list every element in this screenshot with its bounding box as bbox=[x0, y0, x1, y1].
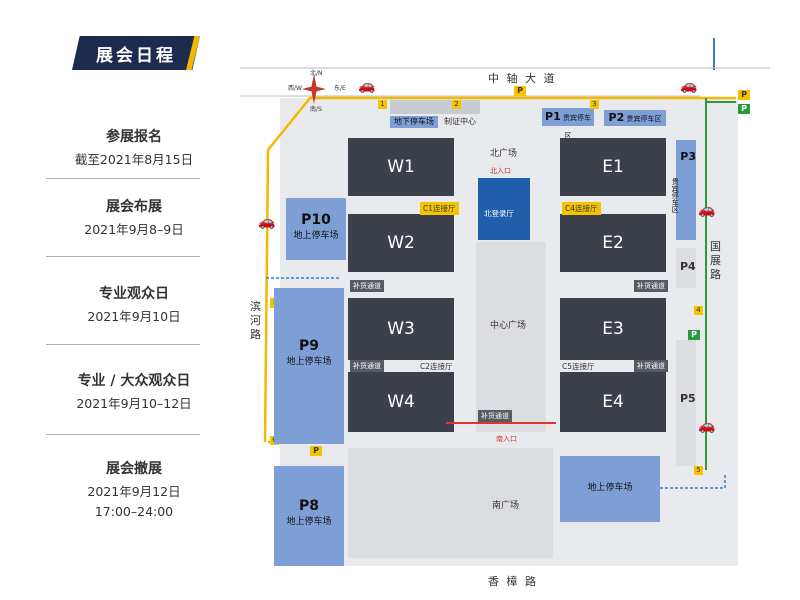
car-icon: 🚗 bbox=[698, 418, 716, 434]
parking-p5: P5 bbox=[676, 340, 696, 466]
schedule-title: 展会日程 bbox=[72, 36, 200, 70]
parking-sign-icon: P bbox=[738, 90, 750, 100]
center-plaza: 中心广场 bbox=[476, 242, 546, 432]
connector-c5: C5连接厅 bbox=[562, 362, 595, 371]
compass-north: 北/N bbox=[310, 70, 323, 77]
hall-e1: E1 bbox=[560, 138, 666, 196]
compass-south: 南/S bbox=[310, 106, 322, 113]
schedule-time: 17:00–24:00 bbox=[94, 504, 174, 519]
road-west-label: 滨河路 bbox=[250, 300, 261, 341]
hall-w4: W4 bbox=[348, 372, 454, 432]
car-icon: 🚗 bbox=[698, 202, 716, 218]
compass-east: 东/E bbox=[334, 85, 346, 92]
connector-c2: C2连接厅 bbox=[420, 362, 453, 371]
divider bbox=[46, 434, 200, 435]
route-lines bbox=[240, 38, 770, 489]
connector-c1: C1连接厅 bbox=[420, 202, 459, 215]
road-east-label: 国展路 bbox=[710, 240, 721, 281]
schedule-item-teardown: 展会撤展 2021年9月12日 17:00–24:00 bbox=[44, 458, 224, 522]
registration-hall: 北登录厅 bbox=[478, 178, 530, 234]
parking-p2: P2 贵宾停车区 bbox=[604, 110, 666, 126]
car-icon: 🚗 bbox=[258, 214, 276, 230]
cert-center-label: 制证中心 bbox=[444, 117, 476, 126]
car-icon: 🚗 bbox=[358, 78, 376, 94]
schedule-date: 2021年9月10–12日 bbox=[76, 396, 192, 411]
hall-w1: W1 bbox=[348, 138, 454, 196]
divider bbox=[46, 256, 200, 257]
parking-p4: P4 bbox=[676, 248, 696, 288]
supply-corridor: 补货通道 bbox=[350, 280, 384, 292]
divider bbox=[46, 344, 200, 345]
schedule-item-pro-day: 专业观众日 2021年9月10日 bbox=[44, 283, 224, 327]
north-plaza-label: 北广场 bbox=[490, 149, 518, 159]
divider bbox=[46, 178, 200, 179]
car-icon: 🚗 bbox=[680, 78, 698, 94]
schedule-heading: 展会布展 bbox=[106, 199, 162, 215]
schedule-heading: 专业观众日 bbox=[99, 286, 169, 302]
venue-map: 西/W 东/E 北/N 南/S 中 轴 大 道 香 樟 路 国展路 滨河路 🚗 … bbox=[230, 30, 770, 588]
schedule-heading: 展会撤展 bbox=[106, 461, 162, 477]
schedule-item-public-day: 专业 / 大众观众日 2021年9月10–12日 bbox=[44, 370, 224, 414]
schedule-date: 2021年9月8–9日 bbox=[84, 222, 184, 237]
gate-number: 3 bbox=[590, 100, 599, 109]
parking-p1: P1 贵宾停车区 bbox=[542, 108, 594, 140]
schedule-item-registration: 参展报名 截至2021年8月15日 bbox=[44, 126, 224, 170]
blue-dashed-route-se bbox=[640, 475, 726, 489]
hall-e2: E2 bbox=[560, 214, 666, 272]
north-entrance-label: 北入口 bbox=[490, 167, 511, 175]
schedule-heading: 专业 / 大众观众日 bbox=[77, 373, 191, 389]
hall-e3: E3 bbox=[560, 298, 666, 360]
parking-sign-icon: P bbox=[738, 104, 750, 114]
supply-corridor: 补货通道 bbox=[478, 410, 512, 422]
schedule-date: 2021年9月10日 bbox=[87, 309, 181, 324]
south-entrance-label: 南入口 bbox=[496, 435, 517, 443]
yellow-route bbox=[263, 96, 736, 443]
gate-number: 5 bbox=[694, 466, 703, 475]
parking-south-east: 地上停车场 bbox=[560, 456, 660, 522]
south-plaza: 南广场 bbox=[348, 448, 553, 558]
road-south-label: 香 樟 路 bbox=[488, 575, 538, 588]
supply-corridor: 补货通道 bbox=[634, 360, 668, 372]
connector-c4: C4连接厅 bbox=[562, 202, 601, 215]
gate-number: 2 bbox=[452, 100, 461, 109]
gate-number: 4 bbox=[694, 306, 703, 315]
compass-west: 西/W bbox=[288, 85, 302, 92]
parking-sign-icon: P bbox=[688, 330, 700, 340]
hall-e4: E4 bbox=[560, 372, 666, 432]
schedule-date: 2021年9月12日 bbox=[87, 484, 181, 499]
compass-icon bbox=[294, 74, 334, 104]
road-north-label: 中 轴 大 道 bbox=[488, 72, 557, 85]
parking-sign-icon: P bbox=[514, 86, 526, 96]
parking-sign-icon: P bbox=[310, 446, 322, 456]
schedule-heading: 参展报名 bbox=[106, 129, 162, 145]
schedule-date: 截至2021年8月15日 bbox=[74, 152, 194, 167]
supply-corridor: 补货通道 bbox=[350, 360, 384, 372]
south-entrance-line bbox=[446, 422, 556, 424]
underground-parking-north: 地下停车场 bbox=[390, 116, 438, 128]
gate-number: 1 bbox=[378, 100, 387, 109]
supply-corridor: 补货通道 bbox=[634, 280, 668, 292]
hall-w2: W2 bbox=[348, 214, 454, 272]
hall-w3: W3 bbox=[348, 298, 454, 360]
schedule-item-setup: 展会布展 2021年9月8–9日 bbox=[44, 196, 224, 240]
